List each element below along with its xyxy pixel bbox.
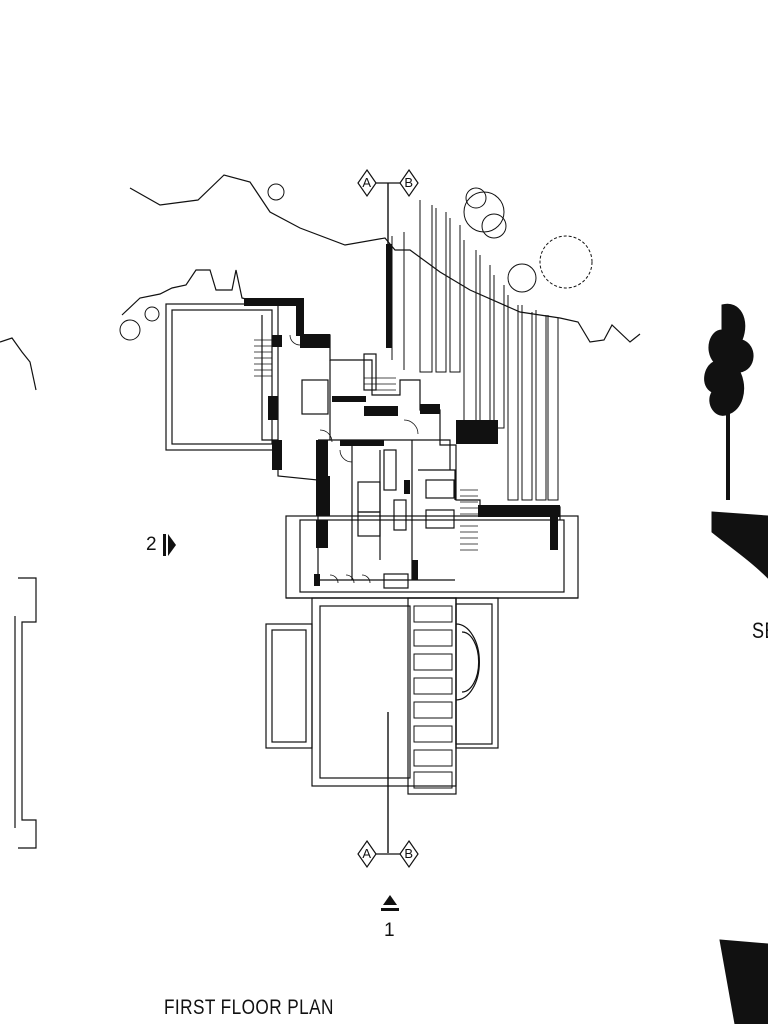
stair-lower [407,597,457,795]
trees [119,183,593,341]
structural-walls [244,244,560,586]
terrain-line-upper [129,174,641,343]
lower-terrace-main [311,597,457,787]
terrain-line-terrace [121,269,251,316]
section-marker-top [357,168,419,198]
section-label-a-top: A [362,175,372,190]
section-label-b-bottom: B [404,846,414,861]
section-tree-fragment [704,303,768,1024]
lower-terrace-left [265,623,313,749]
view-marker-1-symbol [381,895,399,911]
view-marker-2-symbol [163,534,176,556]
view-marker-1-label: 1 [384,920,396,941]
terrain-line-left [0,337,37,391]
section-label-b-top: B [404,175,414,190]
cut-off-section-label: SE [752,618,768,643]
west-terrace [165,303,279,451]
section-marker-bottom [357,839,419,869]
left-partial-element [18,577,37,849]
drawing-title: FIRST FLOOR PLAN [164,996,334,1019]
view-marker-2-label: 2 [146,534,158,555]
section-label-a-bottom: A [362,846,372,861]
